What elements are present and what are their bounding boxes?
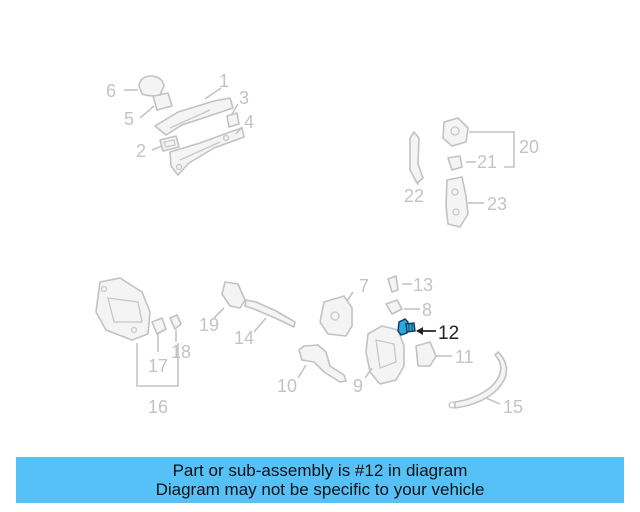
info-banner: Part or sub-assembly is #12 in diagram D… (16, 457, 624, 503)
label-9: 9 (353, 376, 363, 396)
label-15: 15 (503, 397, 523, 417)
handle-gasket-part (159, 135, 180, 152)
label-20: 20 (519, 137, 539, 157)
door-check-part (445, 176, 469, 228)
label-2: 2 (136, 141, 146, 161)
label-17: 17 (148, 356, 168, 376)
label-5: 5 (124, 109, 134, 129)
label-14: 14 (234, 328, 254, 348)
latch-upper-part (319, 295, 353, 337)
label-11: 11 (455, 347, 474, 367)
label-6: 6 (106, 81, 116, 101)
latch-pin-part (385, 299, 403, 315)
door-check-bracket-part (409, 131, 424, 184)
inside-handle-rod-part (298, 344, 347, 383)
actuator-grommet-part (151, 317, 167, 335)
striker-part (442, 117, 469, 147)
label-13: 13 (413, 275, 433, 295)
banner-line-1: Part or sub-assembly is #12 in diagram (172, 461, 468, 480)
label-10: 10 (277, 376, 297, 396)
lock-actuator-part (95, 277, 151, 341)
handle-frame-part (169, 127, 245, 176)
handle-gasket-small-part (226, 112, 240, 128)
latch-cable-part (448, 351, 508, 409)
label-12: 12 (438, 323, 459, 344)
actuator-clip-part (169, 314, 182, 330)
label-3: 3 (239, 88, 249, 108)
label-22: 22 (404, 186, 424, 206)
highlighted-part-12[interactable] (397, 318, 416, 336)
handle-pad-part (152, 92, 173, 111)
label-19: 19 (199, 315, 219, 335)
latch-main-part (365, 325, 405, 385)
label-4: 4 (244, 112, 254, 132)
label-21: 21 (477, 152, 497, 172)
label-7: 7 (359, 276, 369, 296)
label-16: 16 (148, 397, 168, 417)
rod-bracket-part (221, 281, 246, 309)
banner-line-2: Diagram may not be specific to your vehi… (155, 480, 485, 499)
label-1: 1 (219, 71, 229, 91)
outer-handle-part (154, 97, 234, 136)
latch-bracket-part (415, 341, 437, 367)
latch-bolt-part (387, 275, 399, 293)
label-8: 8 (422, 300, 432, 320)
striker-washer-part (447, 155, 463, 171)
label-18: 18 (171, 342, 191, 362)
lock-rod-part (244, 299, 296, 328)
label-23: 23 (487, 194, 507, 214)
handle-cap-part (138, 75, 165, 97)
